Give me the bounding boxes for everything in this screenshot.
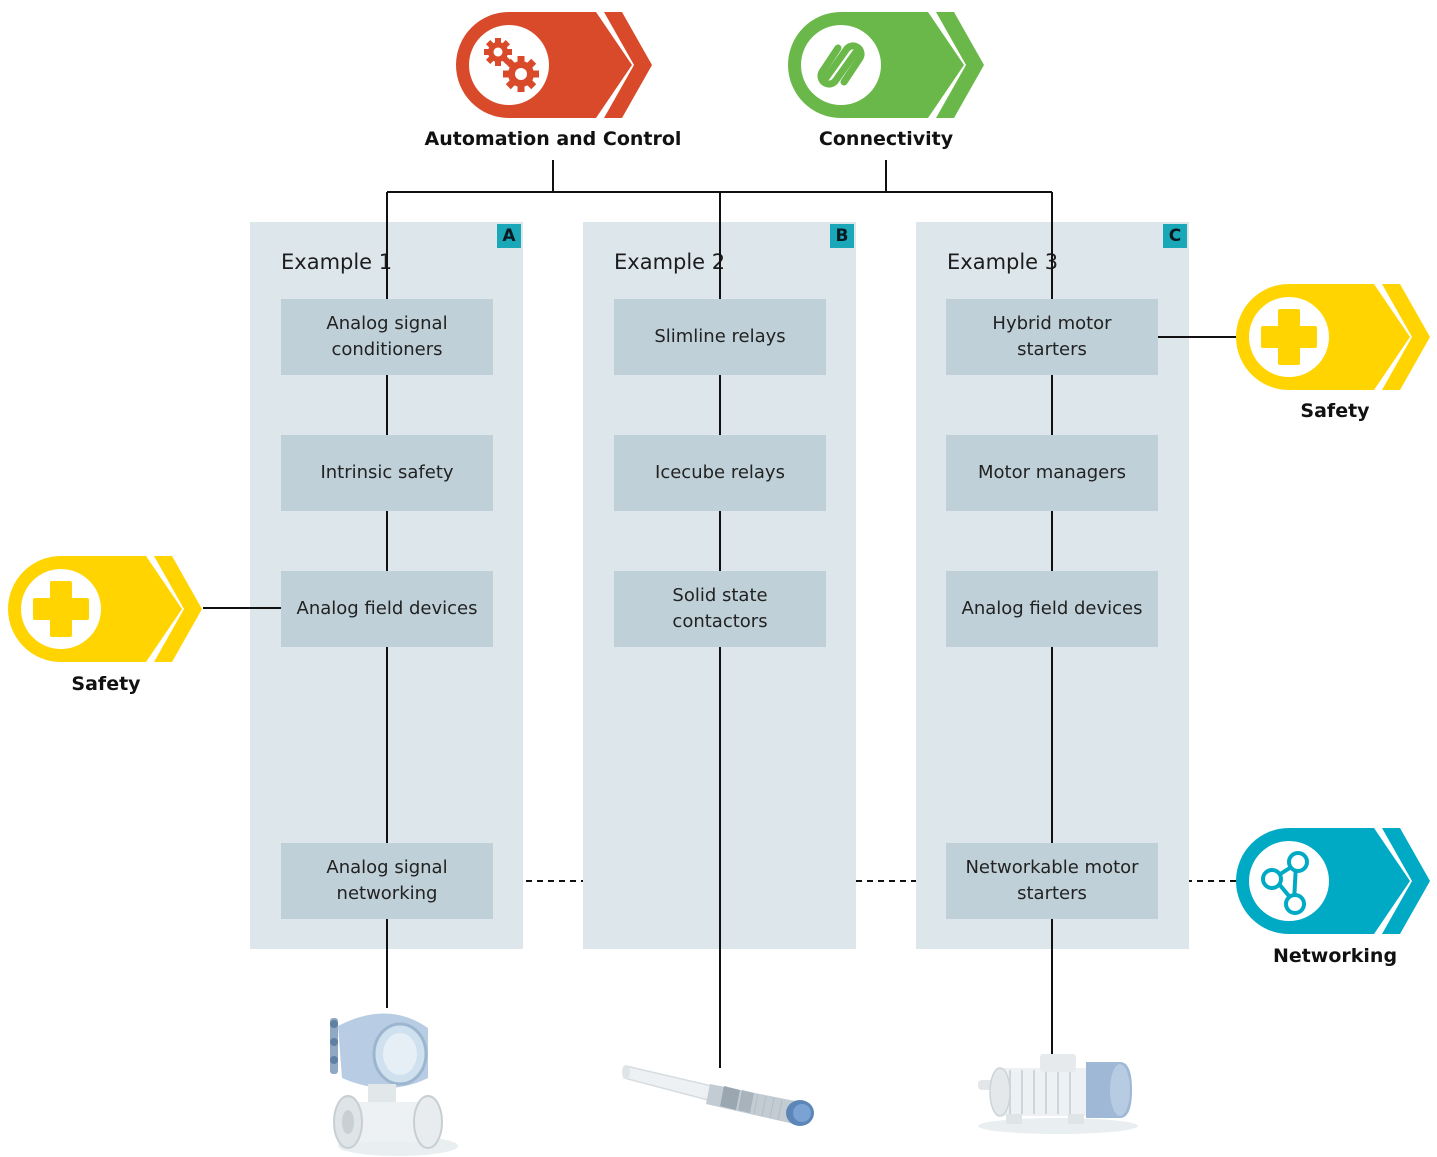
- box-motor-managers: Motor managers: [946, 435, 1158, 511]
- panel-title: Example 1: [281, 250, 393, 274]
- box-icecube-relays: Icecube relays: [614, 435, 826, 511]
- box-analog-signal-conditioners: Analog signal conditioners: [281, 299, 493, 375]
- plus-cross-icon: [33, 581, 89, 637]
- automation-badge: [456, 12, 652, 118]
- plus-cross-icon: [1261, 309, 1317, 365]
- box-solid-state-contactors: Solid state contactors: [614, 571, 826, 647]
- electric-motor-image: [978, 1054, 1138, 1134]
- connectivity-label: Connectivity: [818, 128, 954, 150]
- box-slimline-relays: Slimline relays: [614, 299, 826, 375]
- proximity-sensor-image: [622, 1065, 814, 1126]
- panel-letter-c: C: [1163, 224, 1187, 248]
- safety-label-left: Safety: [71, 673, 141, 695]
- box-networkable-motor-starters: Networkable motor starters: [946, 843, 1158, 919]
- chain-link-icon: [817, 42, 865, 88]
- networking-badge: [1236, 828, 1430, 934]
- safety-badge-left: [8, 556, 202, 662]
- box-analog-field-devices: Analog field devices: [281, 571, 493, 647]
- connectivity-badge: [788, 12, 984, 118]
- panel-title: Example 2: [614, 250, 726, 274]
- panel-letter-b: B: [830, 224, 854, 248]
- box-analog-signal-networking: Analog signal networking: [281, 843, 493, 919]
- safety-label-right: Safety: [1300, 400, 1370, 422]
- panel-title: Example 3: [947, 250, 1059, 274]
- box-intrinsic-safety: Intrinsic safety: [281, 435, 493, 511]
- flowmeter-image: [330, 1013, 458, 1156]
- network-nodes-icon: [1261, 851, 1309, 915]
- box-analog-field-devices: Analog field devices: [946, 571, 1158, 647]
- networking-label: Networking: [1272, 945, 1398, 967]
- box-hybrid-motor-starters: Hybrid motor starters: [946, 299, 1158, 375]
- gears-icon: [484, 38, 539, 92]
- panel-letter-a: A: [497, 224, 521, 248]
- safety-badge-right: [1236, 284, 1430, 390]
- automation-label: Automation and Control: [424, 128, 682, 150]
